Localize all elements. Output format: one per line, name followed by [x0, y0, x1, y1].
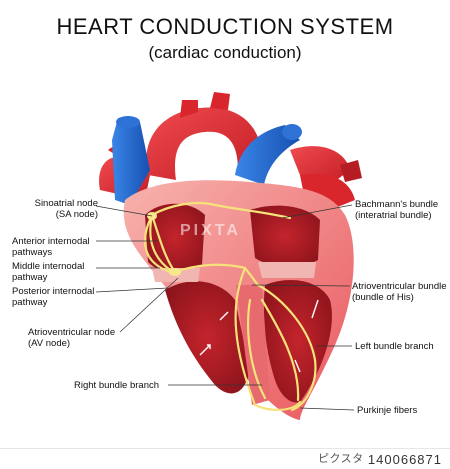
label-left-bundle-branch: Left bundle branch: [355, 341, 434, 352]
diagram-subtitle: (cardiac conduction): [148, 43, 302, 62]
watermark-bar: ピクスタ 140066871: [0, 448, 450, 469]
pulmonary-vessels-right: [290, 146, 362, 210]
label-av-node: Atrioventricular node (AV node): [28, 327, 116, 349]
label-av-bundle: Atrioventricular bundle (bundle of His): [352, 281, 447, 303]
label-sa-node: Sinoatrial node (SA node): [34, 198, 98, 220]
flow-arrows: [199, 299, 319, 373]
label-right-bundle-branch: Right bundle branch: [74, 380, 160, 391]
label-posterior-internodal: Posterior internodal pathway: [12, 286, 95, 308]
label-middle-internodal: Middle internodal pathway: [12, 261, 85, 283]
conduction-pathways: [144, 201, 317, 412]
label-anterior-internodal: Anterior internodal pathways: [12, 236, 90, 258]
watermark-id: 140066871: [367, 452, 442, 467]
superior-vena-cava: [112, 116, 150, 205]
aorta: [146, 92, 262, 180]
diagram-title: HEART CONDUCTION SYSTEM: [56, 14, 394, 39]
watermark-logo: ピクスタ: [318, 453, 364, 465]
label-purkinje-fibers: Purkinje fibers: [357, 405, 418, 416]
label-bachmanns-bundle: Bachmann's bundle (interatrial bundle): [355, 199, 439, 221]
leader-lines: [95, 204, 355, 411]
watermark-center: PIXTA: [180, 222, 241, 239]
